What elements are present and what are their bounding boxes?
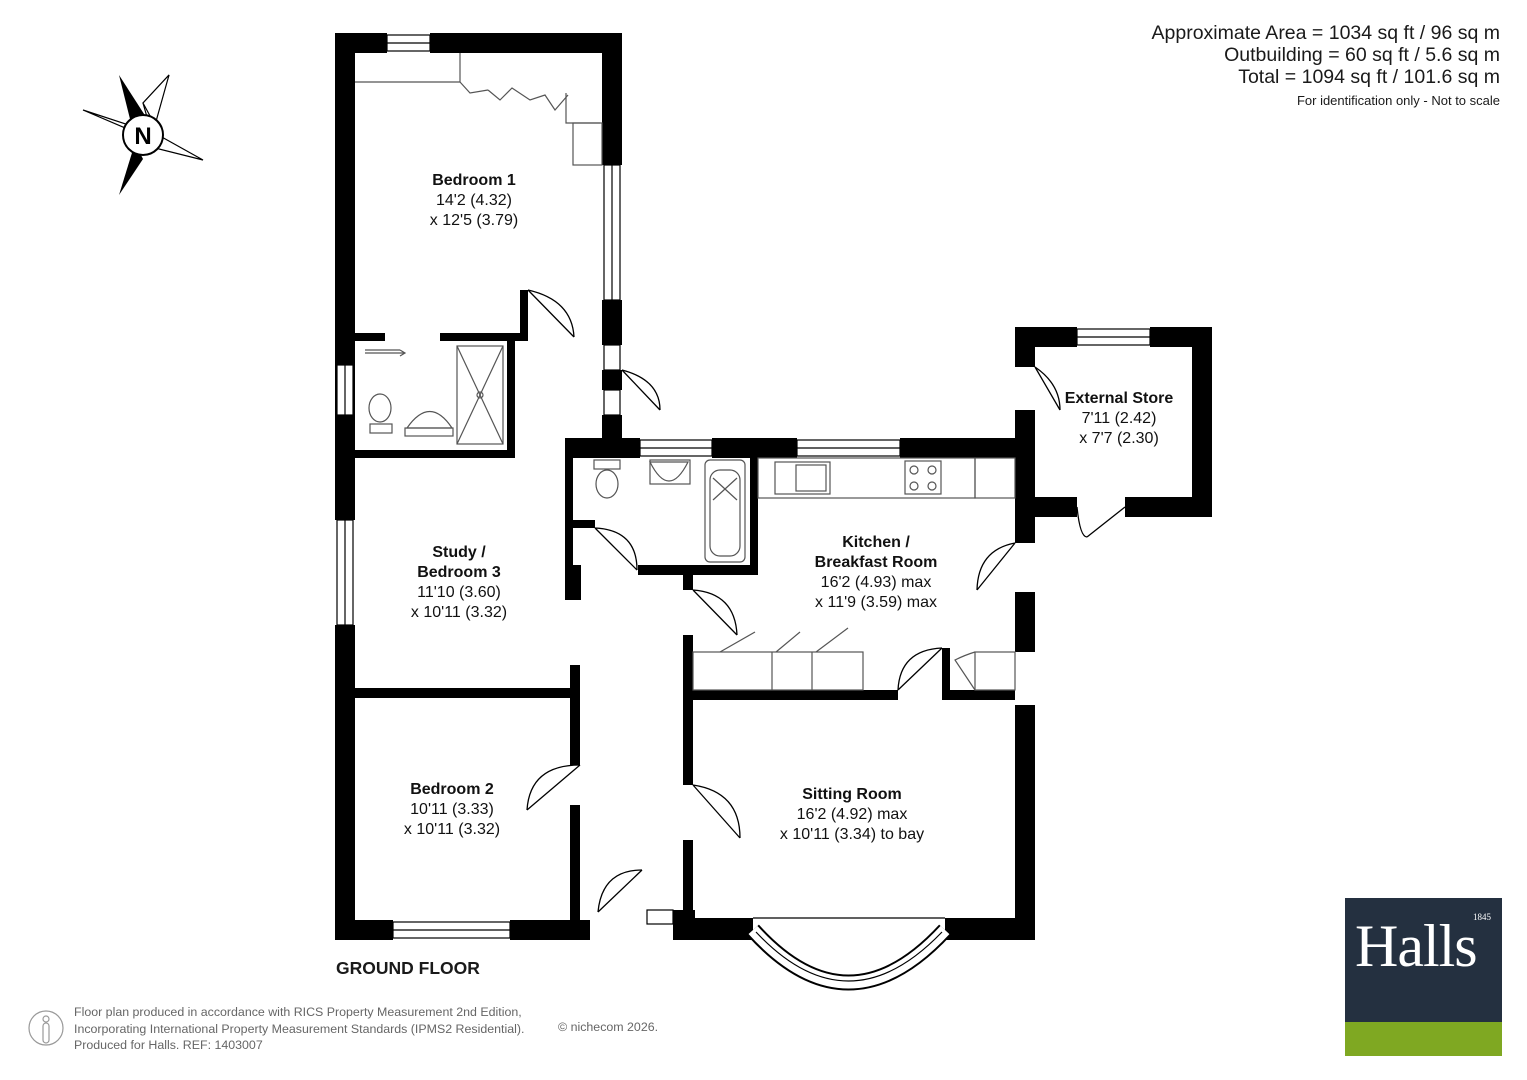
compass-letter: N	[134, 123, 151, 150]
room-dim-1: 16'2 (4.92) max	[796, 806, 908, 823]
room-name-1: Kitchen /	[842, 534, 910, 551]
door-swings	[526, 289, 1126, 913]
room-dim-2: x 12'5 (3.79)	[429, 212, 519, 229]
room-name: Bedroom 2	[410, 781, 494, 798]
room-sitting-room: Sitting Room 16'2 (4.92) max x 10'11 (3.…	[780, 785, 924, 845]
footer-text: Floor plan produced in accordance with R…	[74, 1004, 524, 1054]
logo-band	[1345, 1022, 1502, 1056]
compass-icon: N	[82, 74, 204, 195]
room-bedroom-1: Bedroom 1 14'2 (4.32) x 12'5 (3.79)	[430, 171, 518, 231]
room-name: External Store	[1064, 390, 1174, 407]
room-name-2: Breakfast Room	[814, 554, 938, 571]
floor-label: GROUND FLOOR	[336, 958, 480, 978]
room-dim-2: x 10'11 (3.32)	[410, 604, 508, 621]
room-name-2: Bedroom 3	[417, 564, 501, 581]
approximate-area: Approximate Area = 1034 sq ft / 96 sq m	[1151, 22, 1501, 44]
windows	[336, 34, 1151, 939]
bay-window	[747, 917, 951, 991]
room-name: Bedroom 1	[432, 172, 516, 189]
footer-line-2: Incorporating International Property Mea…	[74, 1021, 525, 1036]
room-name-1: Study /	[432, 544, 486, 561]
room-dim-1: 14'2 (4.32)	[436, 192, 512, 209]
room-dim-1: 10'11 (3.33)	[410, 801, 494, 818]
logo-word: Halls	[1355, 913, 1478, 979]
person-icon	[28, 1010, 64, 1046]
room-dim-2: x 10'11 (3.32)	[403, 821, 501, 838]
room-dim-2: x 11'9 (3.59) max	[815, 594, 937, 611]
room-bedroom-2: Bedroom 2 10'11 (3.33) x 10'11 (3.32)	[404, 780, 500, 840]
fixtures	[355, 53, 1016, 691]
room-dim-1: 16'2 (4.93) max	[820, 574, 932, 591]
room-kitchen-breakfast: Kitchen / Breakfast Room 16'2 (4.93) max…	[815, 533, 938, 613]
footer-line-1: Floor plan produced in accordance with R…	[74, 1005, 522, 1019]
room-dim-2: x 10'11 (3.34) to bay	[779, 826, 925, 843]
exterior-walls	[335, 33, 1212, 940]
halls-logo: Halls 1845	[1345, 898, 1502, 1056]
room-name: Sitting Room	[802, 786, 902, 803]
footer-line-3: Produced for Halls. REF: 1403007	[74, 1038, 263, 1052]
outbuilding-area: Outbuilding = 60 sq ft / 5.6 sq m	[1224, 44, 1500, 66]
logo-year: 1845	[1473, 912, 1491, 922]
interior-walls	[355, 290, 1015, 920]
room-dim-2: x 7'7 (2.30)	[1079, 430, 1159, 447]
scale-note: For identification only - Not to scale	[1296, 93, 1500, 108]
area-summary: Approximate Area = 1034 sq ft / 96 sq m …	[1152, 22, 1501, 112]
total-area: Total = 1094 sq ft / 101.6 sq m	[1238, 66, 1500, 88]
copyright: © nichecom 2026.	[558, 1020, 659, 1034]
room-dim-1: 11'10 (3.60)	[417, 584, 501, 601]
room-study-bedroom-3: Study / Bedroom 3 11'10 (3.60) x 10'11 (…	[411, 543, 507, 623]
room-external-store: External Store 7'11 (2.42) x 7'7 (2.30)	[1065, 389, 1173, 449]
room-dim-1: 7'11 (2.42)	[1081, 410, 1157, 427]
